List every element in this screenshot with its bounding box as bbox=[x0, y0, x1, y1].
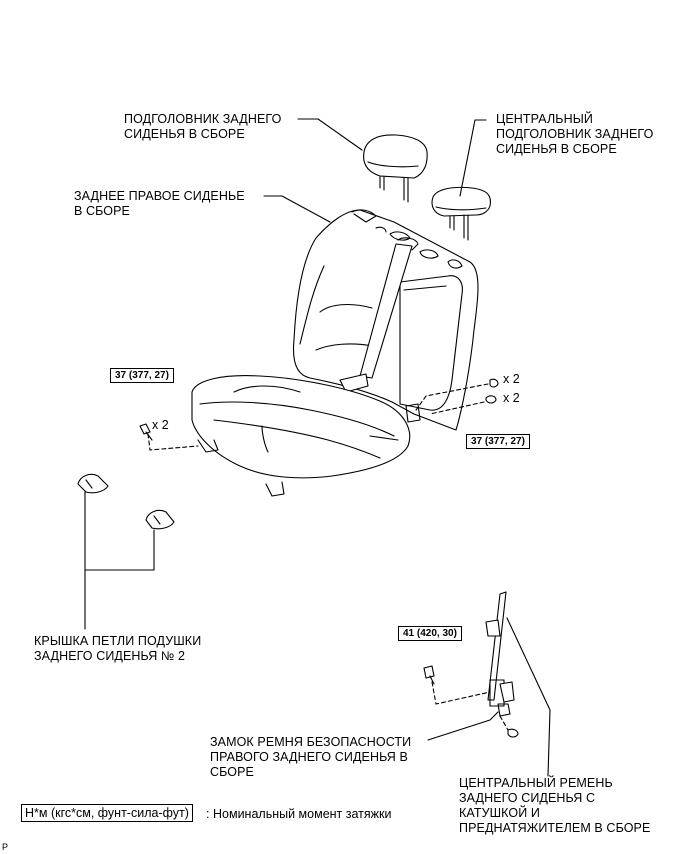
label-buckle: ЗАМОК РЕМНЯ БЕЗОПАСНОСТИ ПРАВОГО ЗАДНЕГО… bbox=[210, 735, 412, 779]
rear-headrest-part bbox=[363, 134, 428, 203]
torque-spec-left: 37 (377, 27) bbox=[110, 368, 174, 383]
qty-right-top-bolts: x 2 bbox=[503, 372, 520, 386]
alignment-lines bbox=[147, 383, 509, 731]
legend-separator: : bbox=[206, 807, 210, 821]
seat-back-part bbox=[292, 209, 479, 431]
torque-spec-buckle: 41 (420, 30) bbox=[398, 626, 462, 641]
qty-left-bolts: x 2 bbox=[152, 418, 169, 432]
hinge-covers bbox=[77, 473, 175, 530]
label-cushion-hinge-cover: КРЫШКА ПЕТЛИ ПОДУШКИ ЗАДНЕГО СИДЕНЬЯ № 2 bbox=[34, 634, 202, 663]
label-center-headrest: ЦЕНТРАЛЬНЫЙ ПОДГОЛОВНИК ЗАДНЕГО СИДЕНЬЯ … bbox=[496, 112, 654, 156]
center-headrest-part bbox=[431, 186, 492, 241]
torque-spec-right: 37 (377, 27) bbox=[466, 434, 530, 449]
seat-cushion-part bbox=[191, 375, 411, 497]
label-center-belt: ЦЕНТРАЛЬНЫЙ РЕМЕНЬ ЗАДНЕГО СИДЕНЬЯ С КАТ… bbox=[459, 776, 651, 835]
label-rear-headrest: ПОДГОЛОВНИК ЗАДНЕГО СИДЕНЬЯ В СБОРЕ bbox=[124, 112, 282, 141]
legend-meaning: Номинальный момент затяжки bbox=[213, 807, 392, 821]
center-belt-part bbox=[485, 591, 519, 738]
legend-unit-box: Н*м (кгс*см, фунт-сила-фут) bbox=[21, 804, 193, 822]
bolts bbox=[139, 378, 499, 685]
page-code: P bbox=[2, 842, 9, 852]
leader-lines bbox=[84, 118, 551, 777]
qty-right-bottom-bolts: x 2 bbox=[503, 391, 520, 405]
label-rear-right-seat: ЗАДНЕЕ ПРАВОЕ СИДЕНЬЕ В СБОРЕ bbox=[74, 189, 245, 218]
